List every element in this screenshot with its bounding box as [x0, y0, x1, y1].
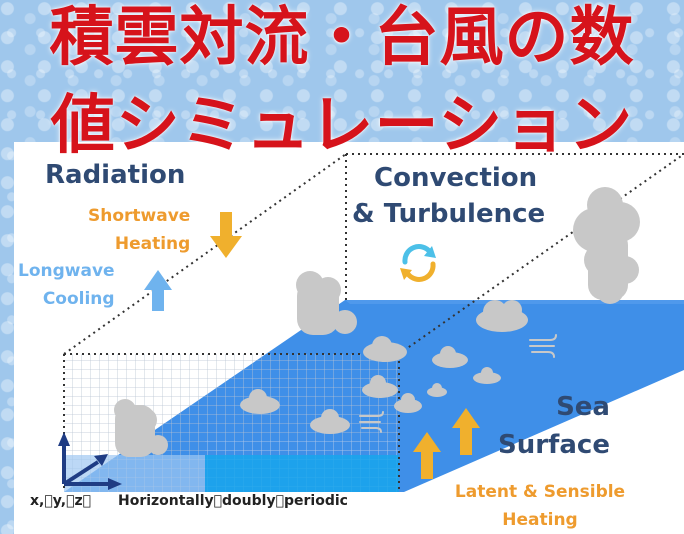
- radiation-heading: Radiation: [45, 160, 186, 190]
- page-title-line1: 積雲対流・台風の数: [49, 1, 635, 75]
- small-cloud: [240, 389, 280, 414]
- sea-label-line2: Surface: [498, 430, 610, 460]
- small-cloud: [473, 367, 501, 384]
- longwave-cooling-label: Longwave Cooling: [18, 257, 115, 313]
- grid-sea-strip: [64, 455, 205, 492]
- small-cloud: [427, 383, 447, 397]
- small-cloud: [432, 346, 468, 368]
- axes-label: x, y, z : [30, 493, 92, 509]
- small-cloud: [362, 375, 398, 398]
- latent-label-line2: Heating: [502, 510, 578, 530]
- latent-sensible-heating-label: Latent & Sensible Heating: [440, 478, 640, 534]
- sea-label-line1: Sea: [556, 392, 610, 422]
- cumulus-tower-right: [573, 187, 640, 304]
- small-cloud: [363, 336, 407, 362]
- page-title-line2: 値シミュレーション: [50, 89, 634, 163]
- arrow-up-icon: [144, 270, 172, 311]
- shortwave-heating-label: Shortwave Heating: [88, 202, 190, 258]
- wind-icon: [359, 411, 384, 433]
- sea-surface-heading: Sea Surface: [498, 388, 610, 464]
- cumulus-left: [114, 399, 168, 457]
- grid-sea-bottom: [205, 455, 399, 492]
- convection-label-line1: Convection: [374, 163, 538, 193]
- small-cloud: [310, 409, 350, 434]
- small-cloud: [394, 393, 422, 413]
- latent-label-line1: Latent & Sensible: [454, 482, 626, 502]
- periodic-boundary-label: Horizontally doubly periodic: [118, 493, 348, 509]
- longwave-label-line1: Longwave: [18, 261, 115, 281]
- arrow-up-icon: [413, 408, 480, 479]
- small-cloud: [476, 300, 528, 332]
- convection-turbulence-heading: Convection & Turbulence: [352, 160, 545, 232]
- shortwave-label-line1: Shortwave: [88, 206, 191, 226]
- convection-label-line2: & Turbulence: [352, 199, 546, 229]
- longwave-label-line2: Cooling: [42, 289, 115, 309]
- coordinate-axes: [58, 432, 122, 490]
- cumulus-mid: [296, 271, 357, 335]
- arrow-down-icon: [210, 212, 242, 258]
- cloud-group: [114, 187, 640, 457]
- shortwave-label-line2: Heating: [114, 234, 191, 254]
- cycle-icon: [400, 244, 436, 282]
- wind-icon: [529, 334, 557, 358]
